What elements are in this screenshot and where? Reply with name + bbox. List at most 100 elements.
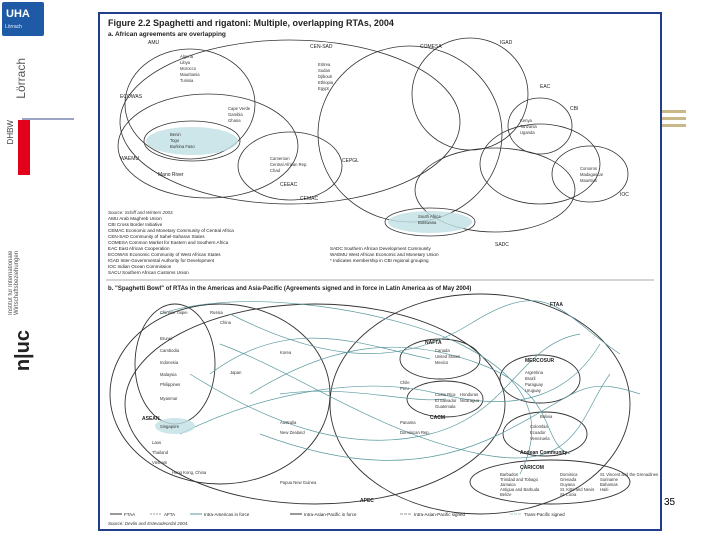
label-ioc: IOC <box>620 192 629 198</box>
caribbean-12: Bahamas <box>600 482 618 487</box>
country-right-16: Bolivia <box>540 414 553 419</box>
region-mercosur: MERCOSUR <box>525 358 555 364</box>
comesa-country-4: Egypt <box>318 86 330 91</box>
page-number: 35 <box>664 497 676 508</box>
legend-a-6: ECOWAS Economic Community of West Africa… <box>108 252 221 257</box>
ellipse-apec <box>124 303 506 505</box>
comesa-country-1: Sudan <box>318 68 331 73</box>
label-sadc: SADC <box>495 242 509 248</box>
sacu-country-1: Botswana <box>418 220 437 225</box>
region-ftaa: FTAA <box>550 302 563 308</box>
country-right-10: Panama <box>400 420 416 425</box>
legend-a-8: IOC Indian Ocean Commission <box>108 264 172 269</box>
figure-title: Figure 2.2 Spaghetti and rigatoni: Multi… <box>108 18 394 28</box>
country-right-5: Costa Rica <box>435 392 456 397</box>
caribbean-3: Antigua and Barbuda <box>500 487 540 492</box>
country-left-13: Korea <box>280 350 292 355</box>
highlight-sacu <box>388 211 472 233</box>
country-right-3: Chile <box>400 380 410 385</box>
ellipse-apec-left <box>109 303 331 485</box>
caribbean-11: Suriname <box>600 477 619 482</box>
source-b: Source: Devlin and Estevadeordal 2004. <box>108 521 189 526</box>
country-left-1: Cambodia <box>160 348 180 353</box>
amu-country-3: Mauritania <box>180 72 200 77</box>
label-eac: EAC <box>540 84 551 90</box>
country-left-2: Indonesia <box>160 360 179 365</box>
eac-country-1: Tanzania <box>520 124 537 129</box>
panel-b-diagram <box>109 293 631 515</box>
label-waemu: WAEMU <box>120 156 139 162</box>
country-right-7: Guatemala <box>435 404 456 409</box>
ellipse-waemu <box>143 120 241 162</box>
caribbean-1: Trinidad and Tobago <box>500 477 539 482</box>
panel-a-countries: Algeria Libya Morocco Mauritania Tunisia… <box>170 54 604 225</box>
spaghetti-line-4 <box>189 333 581 441</box>
comesa-country-2: Djibouti <box>318 74 332 79</box>
uha-logo-text: UHA <box>6 8 30 20</box>
figure-frame: Figure 2.2 Spaghetti and rigatoni: Multi… <box>98 12 662 531</box>
label-igad: IGAD <box>500 40 513 46</box>
ellipse-eac <box>507 97 573 155</box>
ellipse-can <box>502 411 588 457</box>
menu-icon <box>656 110 686 131</box>
country-left-14: Japan <box>230 370 242 375</box>
region-cacm: CACM <box>430 415 445 421</box>
country-right-14: Paraguay <box>525 382 544 387</box>
amu-country-1: Libya <box>180 60 191 65</box>
country-left-0: Brunei <box>160 336 172 341</box>
panel-b-spaghetti <box>159 300 641 475</box>
ellipse-ecowas <box>117 93 299 199</box>
label-cemac: CEMAC <box>300 196 318 202</box>
caribbean-5: Dominica <box>560 472 578 477</box>
label-amu: AMU <box>148 40 160 46</box>
ecowas-country-0: Cape Verde <box>228 106 251 111</box>
dhbw-logo-bar <box>18 120 30 175</box>
legend-a-3: CEN-SAD Community of Sahel-Saharan State… <box>108 234 205 239</box>
ellipse-ioc <box>551 145 629 203</box>
highlight-waemu <box>146 127 238 155</box>
amu-country-0: Algeria <box>180 54 194 59</box>
label-comesa: COMESA <box>420 44 442 50</box>
country-left-6: Singapore <box>160 424 180 429</box>
country-right-9: Nicaragua <box>460 398 480 403</box>
spaghetti-line-7 <box>209 337 431 375</box>
legend-a: AMU Arab Maghreb Union CBI Cross Border … <box>108 216 439 275</box>
caribbean-7: Guyana <box>560 482 575 487</box>
dhbw-text: DHBW <box>6 120 15 145</box>
label-ceeac: CEEAC <box>280 182 298 188</box>
spaghetti-line-3 <box>249 346 571 455</box>
comesa-country-0: Eritrea <box>318 62 331 67</box>
country-right-0: Canada <box>435 348 450 353</box>
country-right-2: Mexico <box>435 360 449 365</box>
ellipse-amu <box>124 48 256 160</box>
ellipse-mercosur <box>499 354 581 404</box>
legend-a-0: AMU Arab Maghreb Union <box>108 216 162 221</box>
caribbean-9: St. Lucia <box>560 492 577 497</box>
caribbean-2: Jamaica <box>500 482 516 487</box>
country-right-12: Argentina <box>525 370 544 375</box>
legend-a-2: CEMAC Economic and Monetary Community of… <box>108 228 234 233</box>
legend-a-5: EAC East African Cooperation <box>108 246 170 251</box>
country-right-13: Brazil <box>525 376 536 381</box>
country-left-4: Philippines <box>160 382 180 387</box>
country-left-11: China <box>220 320 232 325</box>
legend-b-3: Intra-Asian-Pacific in force <box>304 512 357 517</box>
caribbean-6: Grenada <box>560 477 577 482</box>
label-ecowas: ECOWAS <box>120 94 143 100</box>
amu-country-2: Morocco <box>180 66 197 71</box>
caribbean-8: St. Kitts and Nevis <box>560 487 594 492</box>
panel-b-region-labels: FTAA APEC ASEAN MERCOSUR Andean Communit… <box>142 302 567 504</box>
label-cbi: CBI <box>570 106 578 112</box>
country-right-4: Peru <box>400 386 410 391</box>
panel-b-countries: Brunei Cambodia Indonesia Malaysia Phili… <box>152 310 658 497</box>
ioc-country-0: Comoros <box>580 166 597 171</box>
legend-a-7: IGAD Inter-Governmental Authority for De… <box>108 258 215 263</box>
country-right-15: Uruguay <box>525 388 542 393</box>
country-left-9: Vietnam <box>152 460 168 465</box>
ellipse-sacu <box>384 207 476 237</box>
spaghetti-line-0 <box>159 301 533 475</box>
region-apec: APEC <box>360 498 374 504</box>
cemac-country-0: Cameroon <box>270 156 290 161</box>
figure-svg: Figure 2.2 Spaghetti and rigatoni: Multi… <box>106 18 658 526</box>
waemu-country-0: Benin <box>170 132 181 137</box>
